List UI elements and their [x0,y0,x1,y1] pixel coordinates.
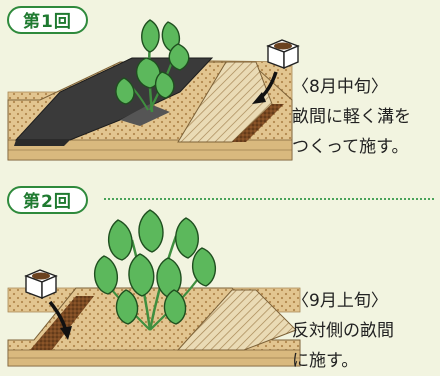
stage1-plant [115,19,190,113]
stage1-fertilizer-groove [232,104,284,142]
stage2-timing: 〈9月上旬〉 [292,291,388,311]
stage1-badge: 第1回 [7,6,88,34]
stage1-desc-line2: つくって施す。 [292,137,409,157]
stage2-caption: 〈9月上旬〉 反対側の畝間 に施す。 [292,286,394,376]
fertilizer-box-icon [24,269,58,300]
stage1-desc-line1: 畝間に軽く溝を [292,107,411,127]
section-divider [104,198,434,200]
stage1-timing: 〈8月中旬〉 [292,77,388,97]
stage2-badge: 第2回 [7,186,88,214]
stage1-slope [177,61,273,143]
stage2-scene [7,209,301,367]
stage2-desc-line1: 反対側の畝間 [292,321,394,341]
stage1-scene [7,19,300,161]
stage2-plant [94,209,216,331]
fertilizer-box-icon [266,39,300,70]
stage2-slope [176,289,297,351]
stage1-caption: 〈8月中旬〉 畝間に軽く溝を つくって施す。 [292,72,411,162]
stage2-desc-line2: に施す。 [292,351,359,371]
